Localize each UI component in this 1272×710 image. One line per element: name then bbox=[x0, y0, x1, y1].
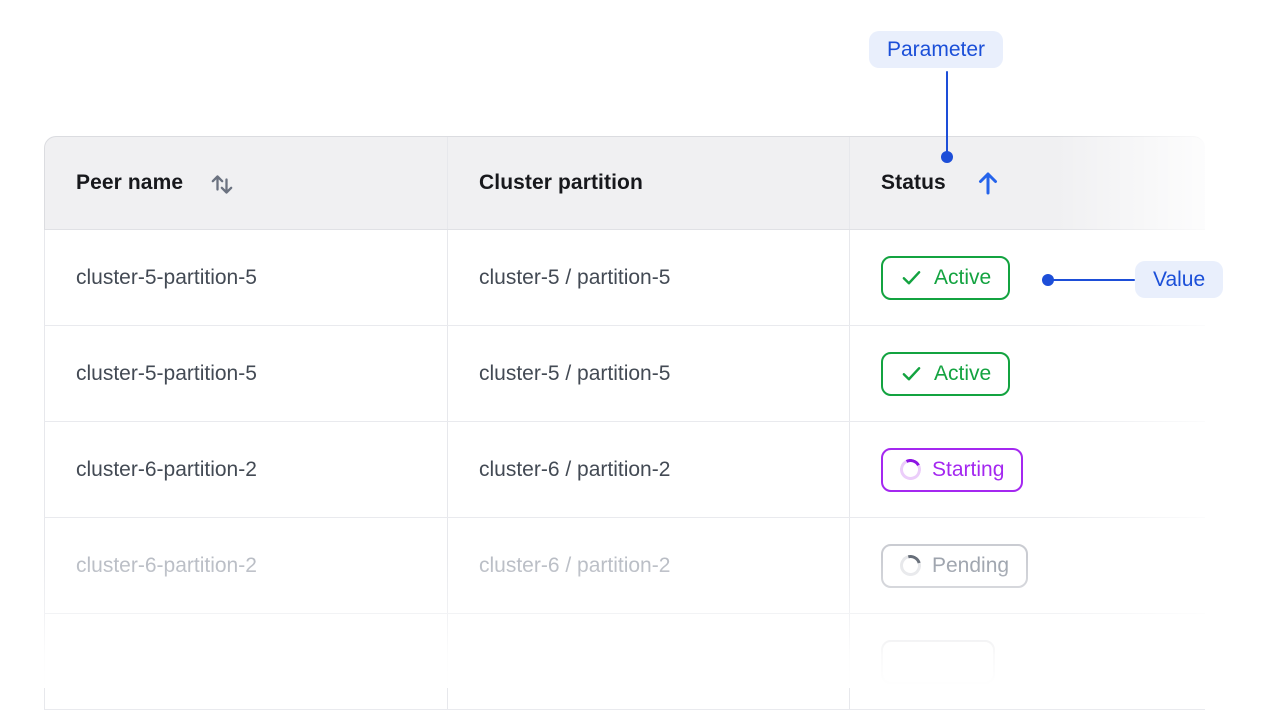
status-cell: Active bbox=[849, 230, 1205, 325]
spinner-icon bbox=[896, 551, 925, 580]
status-badge-partial bbox=[881, 639, 995, 684]
sort-ascending-icon[interactable] bbox=[973, 168, 1003, 198]
sort-both-icon[interactable] bbox=[207, 168, 237, 198]
column-header-status[interactable]: Status bbox=[849, 137, 1205, 229]
status-cell: Pending bbox=[849, 518, 1205, 613]
parameter-callout: Parameter bbox=[869, 31, 1004, 68]
spinner-icon bbox=[897, 456, 924, 483]
peer-name-cell: cluster-6-partition-2 bbox=[76, 553, 257, 577]
cluster-partition-cell: cluster-5 / partition-5 bbox=[447, 326, 849, 421]
value-callout-dot bbox=[1042, 274, 1054, 286]
column-header-peer-name-label: Peer name bbox=[76, 171, 184, 194]
status-badge-label: Starting bbox=[932, 457, 1005, 481]
table-row[interactable]: cluster-5-partition-5 cluster-5 / partit… bbox=[44, 326, 1205, 422]
cluster-partition-cell: cluster-6 / partition-2 bbox=[447, 518, 849, 613]
column-header-cluster-partition-label: Cluster partition bbox=[479, 171, 643, 194]
peer-name-cell: cluster-6-partition-2 bbox=[76, 457, 257, 481]
status-badge-label: Active bbox=[934, 361, 992, 385]
check-icon bbox=[902, 367, 921, 381]
status-badge-active: Active bbox=[881, 351, 1011, 396]
status-cell: Active bbox=[849, 326, 1205, 421]
status-badge-active: Active bbox=[881, 255, 1011, 300]
parameter-callout-dot bbox=[941, 151, 953, 163]
status-cell: Starting bbox=[849, 422, 1205, 517]
table-row[interactable]: cluster-5-partition-5 cluster-5 / partit… bbox=[44, 230, 1205, 326]
check-icon bbox=[902, 271, 921, 285]
table-row[interactable]: cluster-6-partition-2 cluster-6 / partit… bbox=[44, 518, 1205, 614]
table-row[interactable] bbox=[44, 614, 1205, 710]
cluster-partition-cell: cluster-5 / partition-5 bbox=[447, 230, 849, 325]
column-header-peer-name[interactable]: Peer name bbox=[45, 137, 447, 229]
column-header-cluster-partition[interactable]: Cluster partition bbox=[447, 137, 849, 229]
status-badge-pending: Pending bbox=[881, 543, 1029, 588]
status-badge-label: Active bbox=[934, 265, 992, 289]
status-badge-label: Pending bbox=[932, 553, 1010, 577]
parameter-callout-line bbox=[946, 71, 948, 153]
status-cell bbox=[849, 614, 1205, 709]
peers-table: Peer name Cluster partition Status bbox=[44, 136, 1205, 710]
cluster-partition-cell: cluster-6 / partition-2 bbox=[447, 422, 849, 517]
table-row[interactable]: cluster-6-partition-2 cluster-6 / partit… bbox=[44, 422, 1205, 518]
table-header-row: Peer name Cluster partition Status bbox=[44, 136, 1205, 230]
peer-name-cell: cluster-5-partition-5 bbox=[76, 265, 257, 289]
cluster-partition-cell bbox=[447, 614, 849, 709]
status-badge-starting: Starting bbox=[881, 447, 1024, 492]
value-callout: Value bbox=[1135, 261, 1224, 298]
peer-name-cell: cluster-5-partition-5 bbox=[76, 361, 257, 385]
peer-name-cell bbox=[45, 614, 447, 709]
column-header-status-label: Status bbox=[881, 171, 946, 194]
value-callout-line bbox=[1051, 279, 1135, 281]
